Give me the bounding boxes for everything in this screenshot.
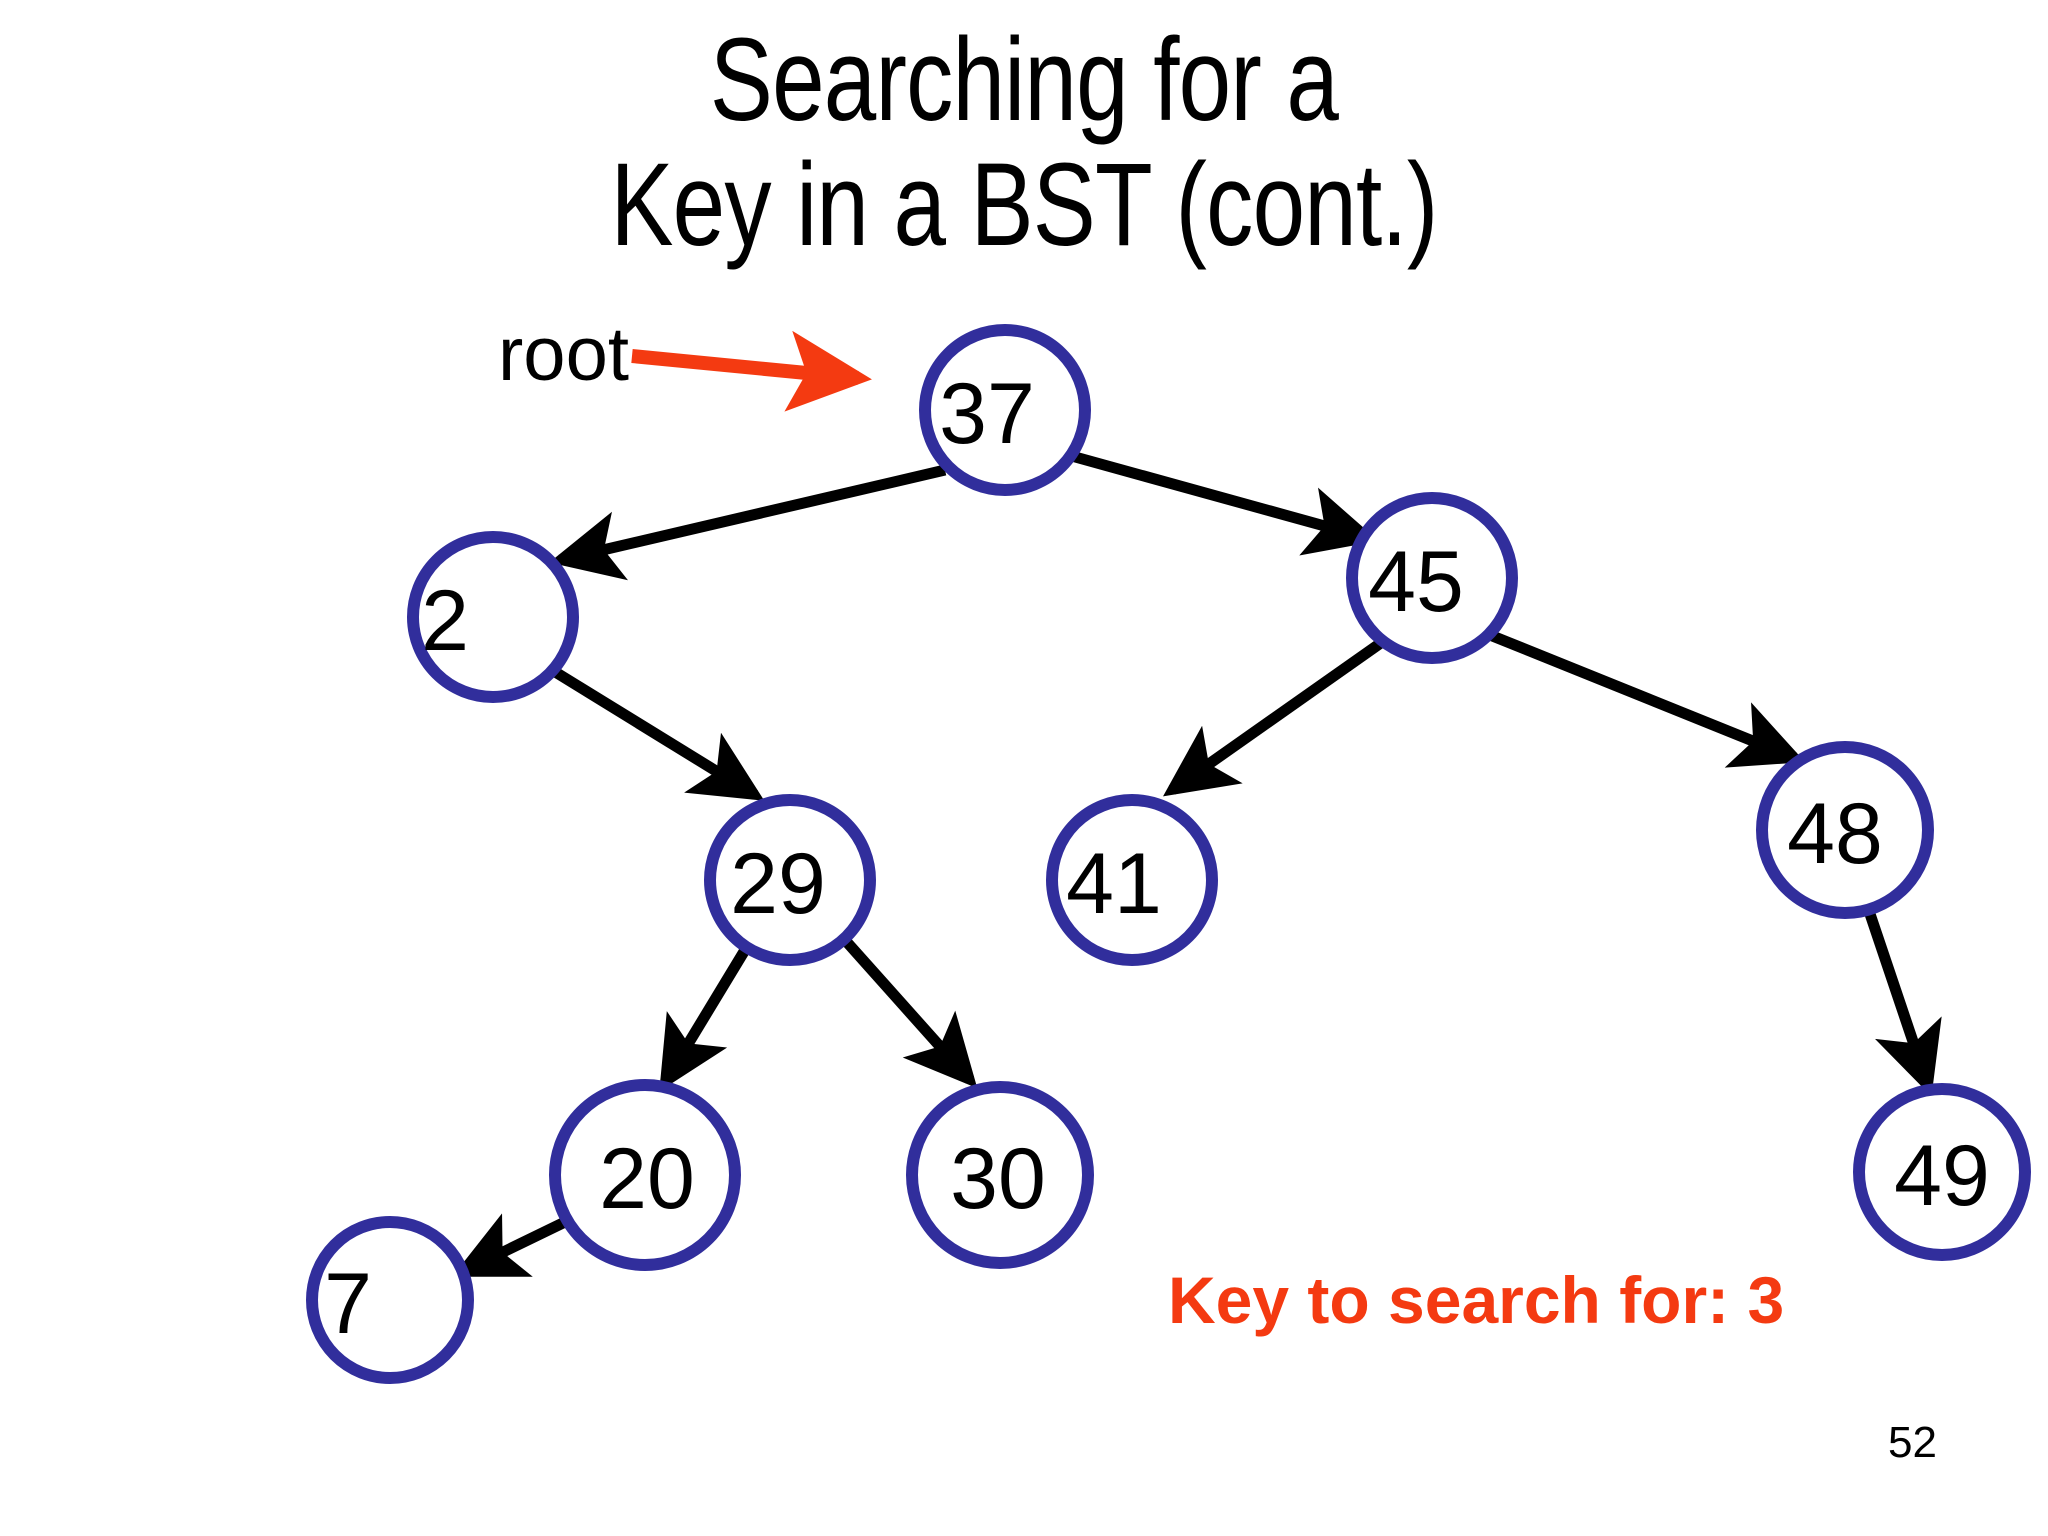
tree-node-37: [919, 324, 1091, 496]
tree-node-45: [1346, 492, 1518, 664]
tree-nodes: [306, 324, 2031, 1384]
tree-edge-n37-n45: [1066, 449, 1379, 556]
tree-edges: [452, 449, 1942, 1277]
root-pointer-arrow: [631, 330, 872, 412]
tree-node-29: [704, 794, 876, 966]
page-title: Searching for a Key in a BST (cont.): [610, 14, 1439, 272]
root-label: root: [498, 312, 629, 397]
root-arrow-line: [631, 330, 872, 412]
tree-edge-n45-n48: [1487, 629, 1806, 768]
tree-node-48: [1756, 741, 1934, 919]
tree-edge-n29-n30: [840, 936, 978, 1089]
tree-node-20: [549, 1079, 741, 1271]
tree-edge-n48-n49: [1862, 906, 1942, 1097]
tree-node-7: [306, 1216, 474, 1384]
key-to-search-caption: Key to search for: 3: [1168, 1263, 1785, 1337]
tree-node-2: [407, 531, 579, 703]
tree-node-49: [1853, 1083, 2031, 1261]
tree-node-41: [1046, 794, 1218, 966]
page-number: 52: [1888, 1418, 1937, 1467]
tree-edge-n2-n29: [549, 665, 765, 801]
tree-edge-n45-n41: [1163, 635, 1389, 797]
tree-edge-n37-n2: [549, 464, 947, 581]
tree-node-30: [906, 1081, 1094, 1269]
tree-edge-n29-n20: [659, 942, 753, 1092]
